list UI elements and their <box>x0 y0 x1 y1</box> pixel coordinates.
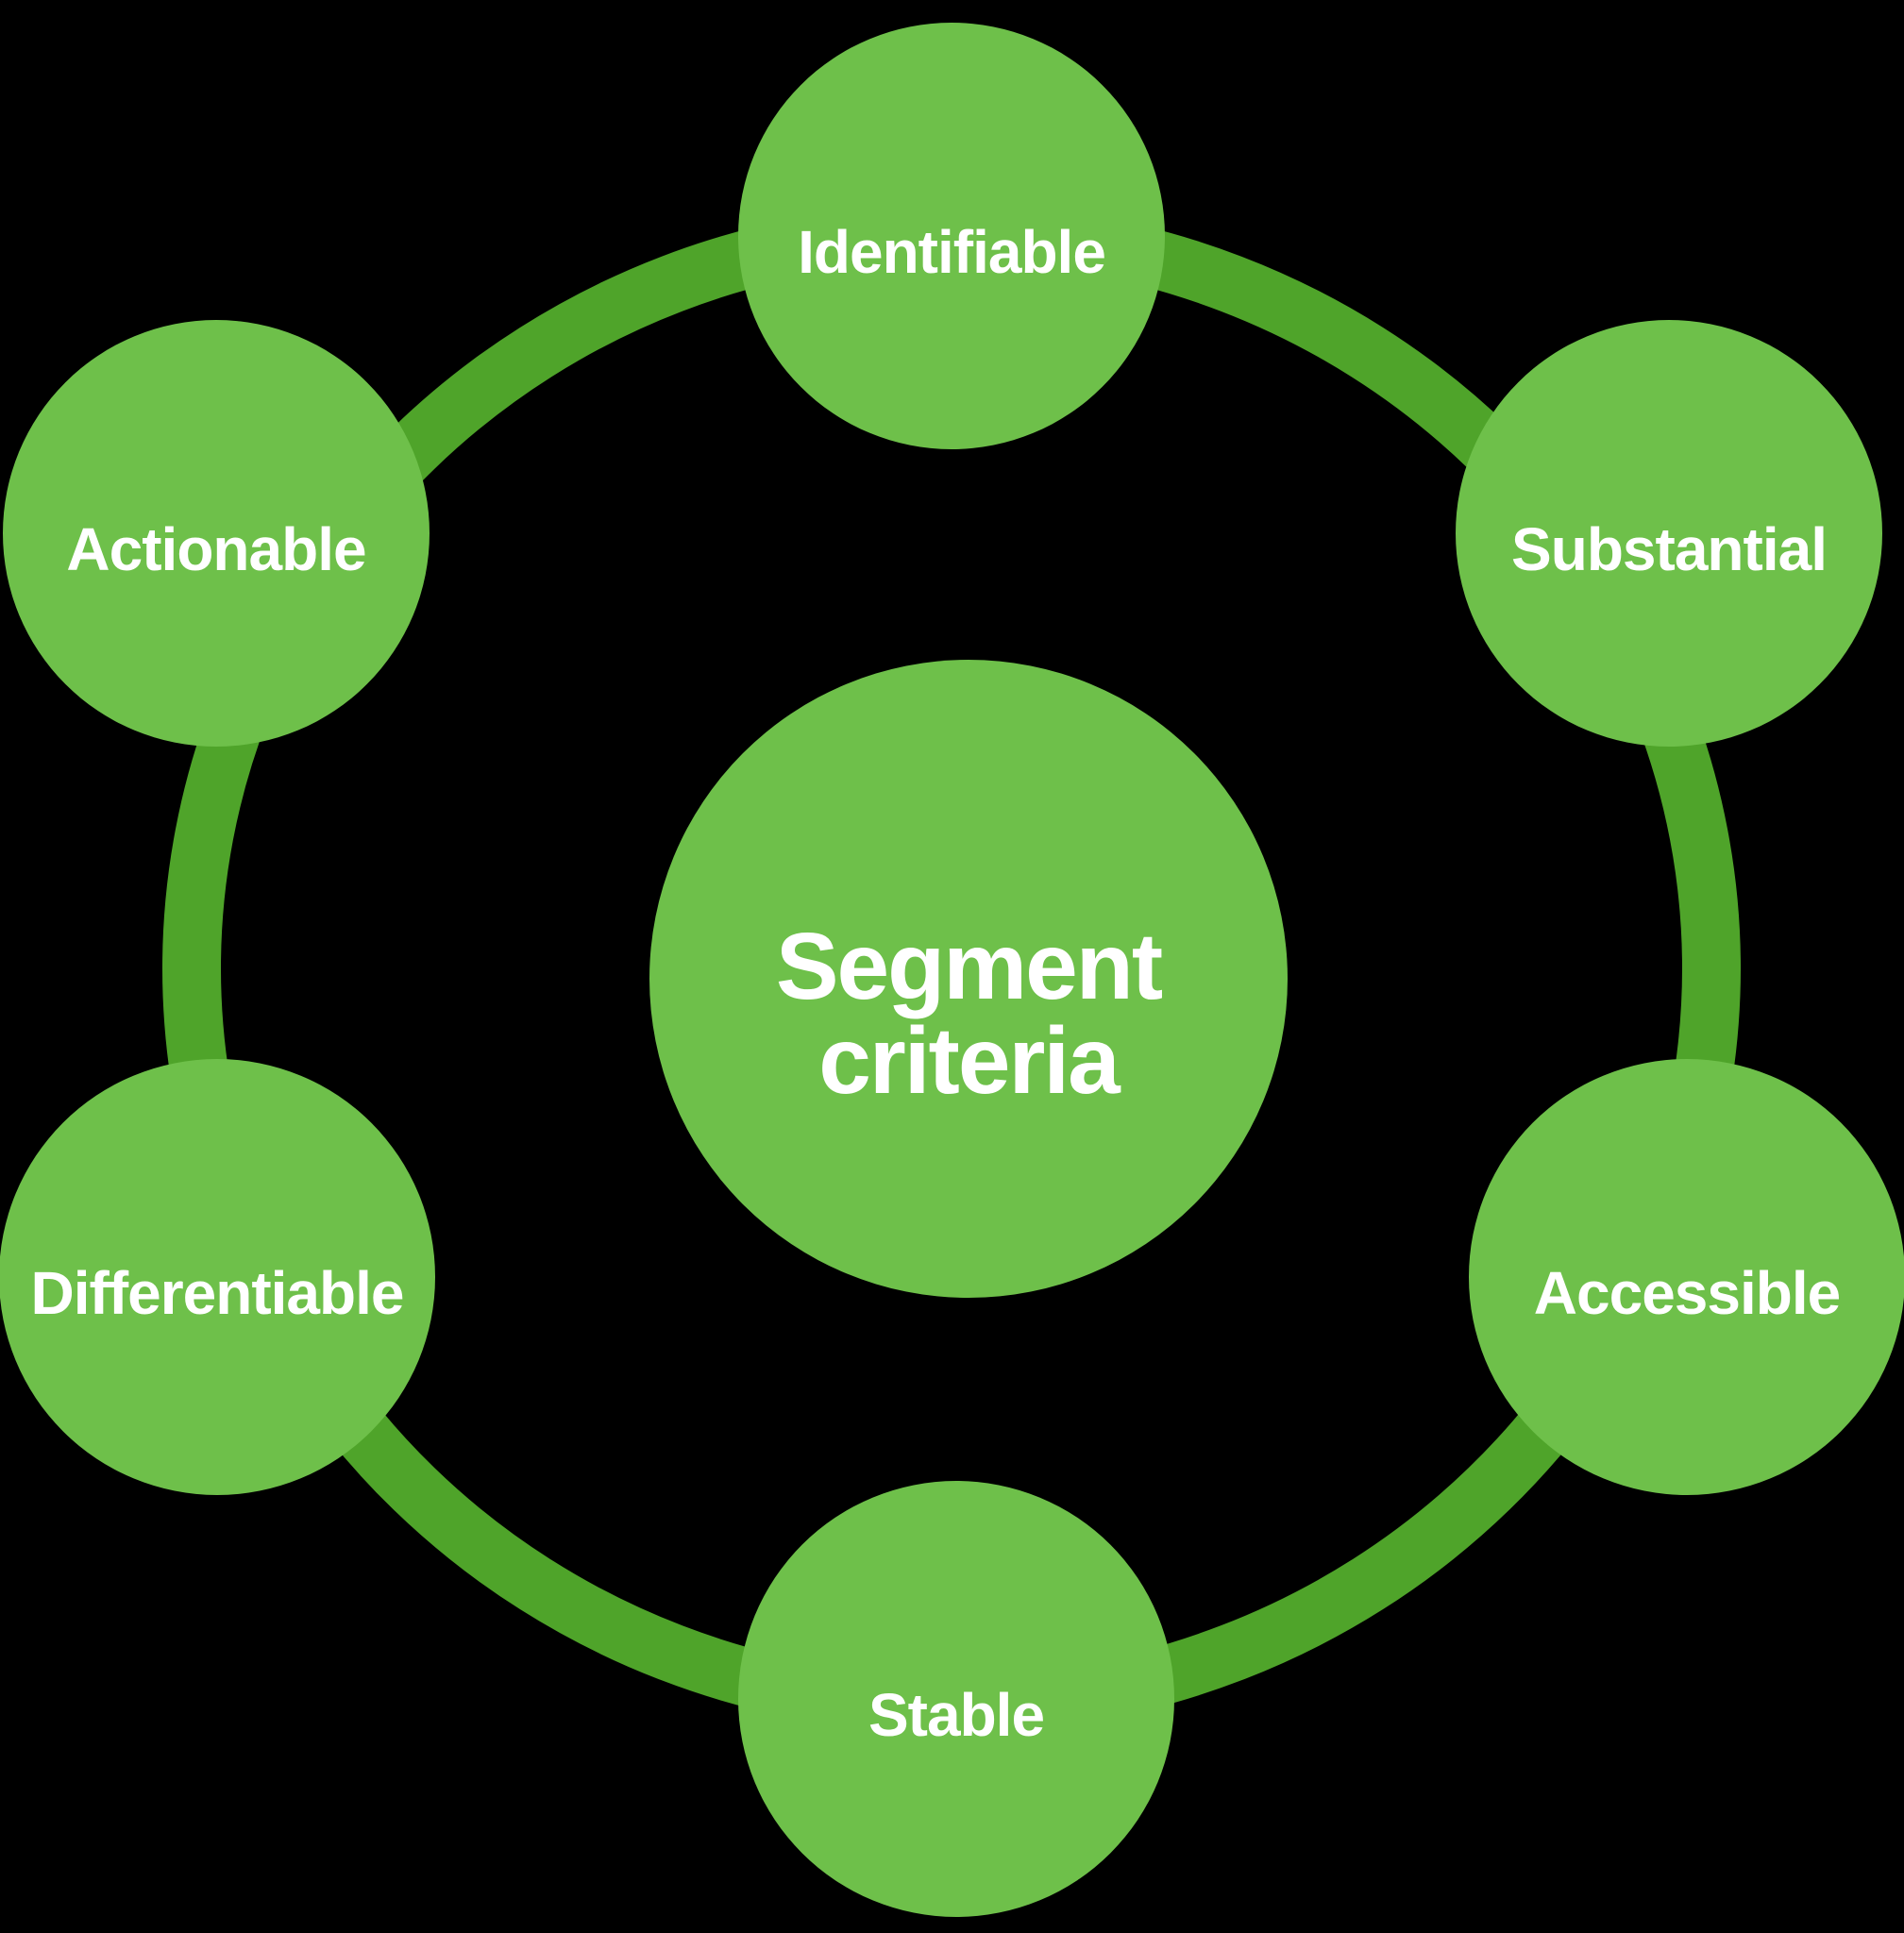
node-segment-criteria: Segment criteria <box>649 660 1288 1298</box>
center-label-line1: Segment <box>775 914 1163 1019</box>
node-substantial: Substantial <box>1456 320 1882 747</box>
node-differentiable: Differentiable <box>0 1059 435 1495</box>
node-accessible-label: Accessible <box>1533 1258 1841 1327</box>
center-label-line2: criteria <box>818 1008 1120 1114</box>
node-actionable: Actionable <box>3 320 430 747</box>
node-identifiable-label: Identifiable <box>798 217 1106 286</box>
node-identifiable: Identifiable <box>738 23 1165 449</box>
node-stable-label: Stable <box>868 1680 1045 1749</box>
node-stable: Stable <box>738 1481 1174 1917</box>
node-substantial-label: Substantial <box>1511 514 1828 583</box>
node-accessible: Accessible <box>1469 1059 1904 1495</box>
center-label: Segment criteria <box>775 914 1163 1114</box>
node-differentiable-label: Differentiable <box>30 1258 405 1327</box>
node-actionable-label: Actionable <box>66 514 366 583</box>
